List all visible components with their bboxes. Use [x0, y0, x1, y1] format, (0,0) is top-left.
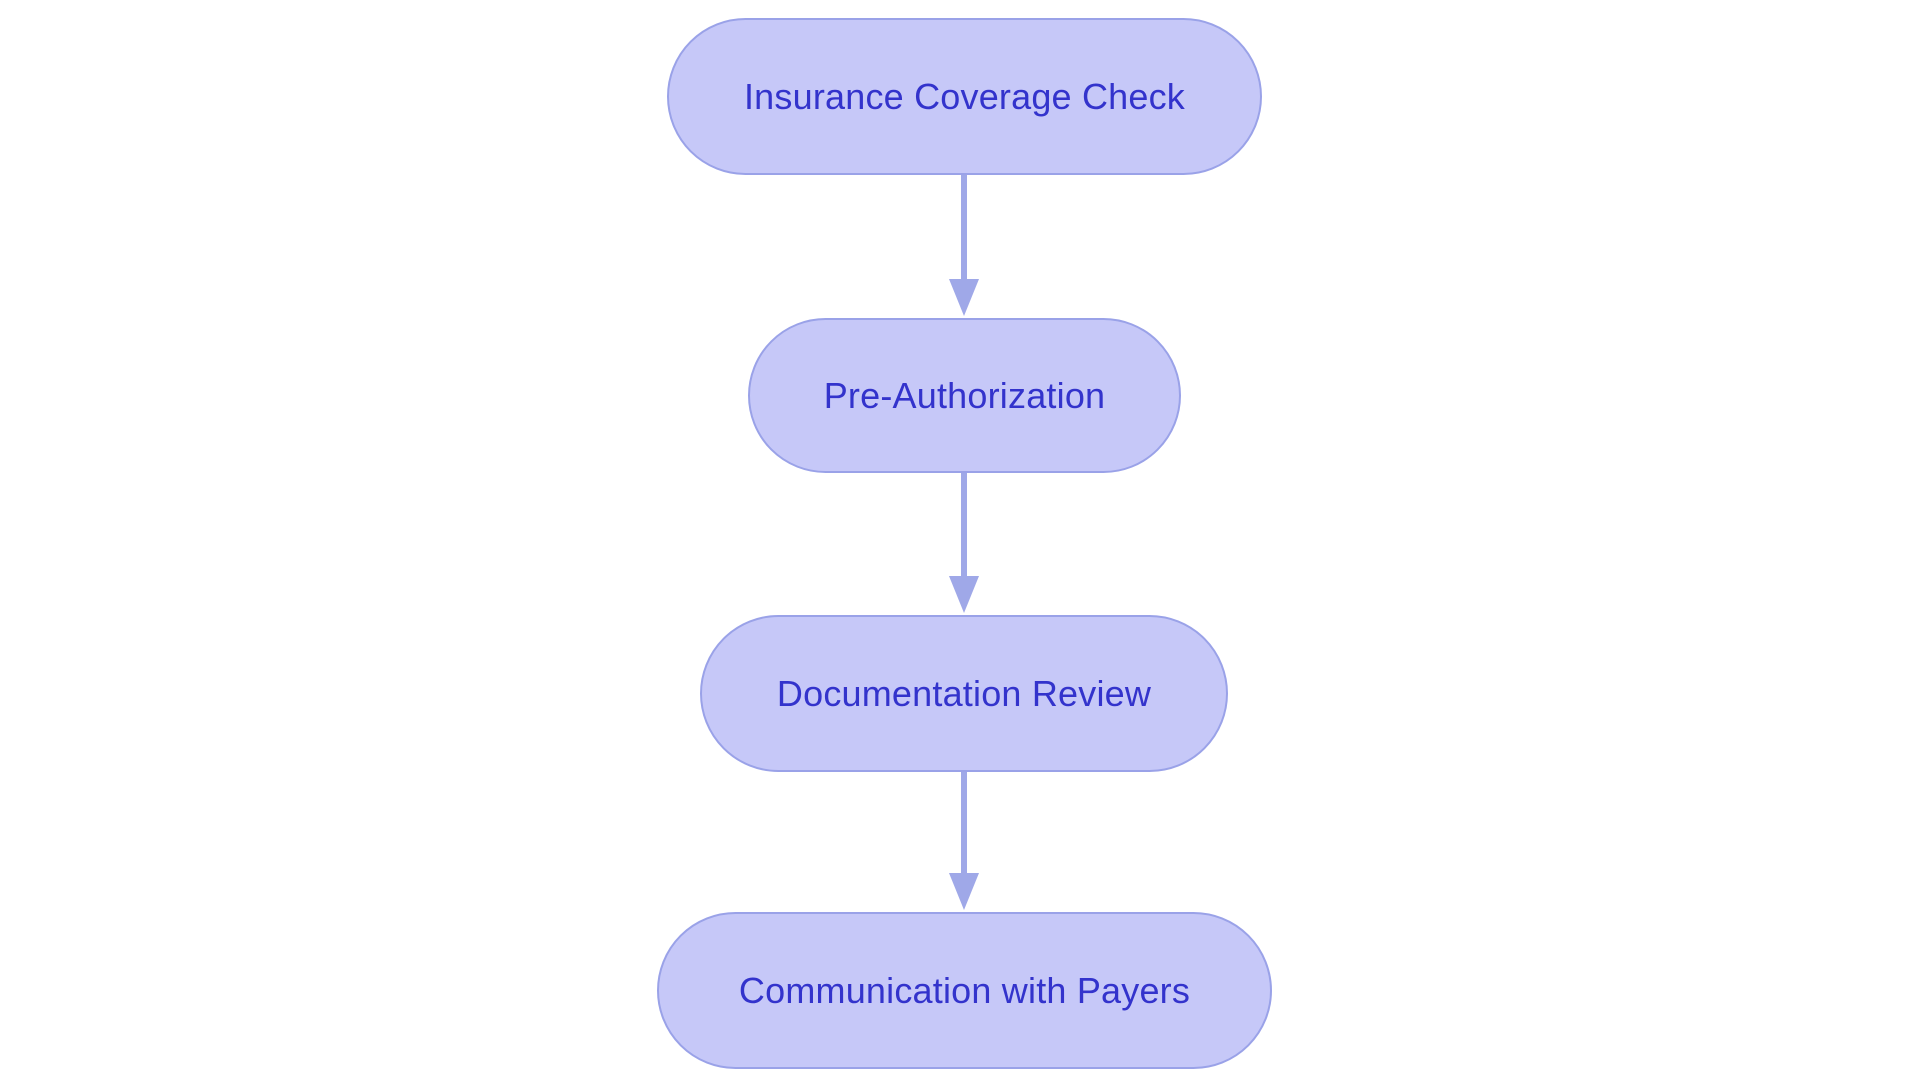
- flow-node-pre-authorization[interactable]: Pre-Authorization: [748, 318, 1181, 473]
- flow-node-label: Documentation Review: [776, 672, 1152, 714]
- edge-preauth-to-documentation: [949, 473, 979, 613]
- flow-node-documentation-review[interactable]: Documentation Review: [700, 615, 1228, 772]
- edge-documentation-to-communication: [949, 772, 979, 910]
- flow-node-label: Pre-Authorization: [823, 374, 1106, 416]
- flow-node-label: Insurance Coverage Check: [743, 75, 1186, 117]
- flow-node-communication-with-payers[interactable]: Communication with Payers: [657, 912, 1272, 1069]
- flow-node-label: Communication with Payers: [738, 969, 1191, 1011]
- arrowhead-icon: [949, 576, 979, 613]
- edge-insurance-to-preauth: [949, 175, 979, 316]
- arrowhead-icon: [949, 873, 979, 910]
- flow-node-insurance-coverage-check[interactable]: Insurance Coverage Check: [667, 18, 1262, 175]
- arrowhead-icon: [949, 279, 979, 316]
